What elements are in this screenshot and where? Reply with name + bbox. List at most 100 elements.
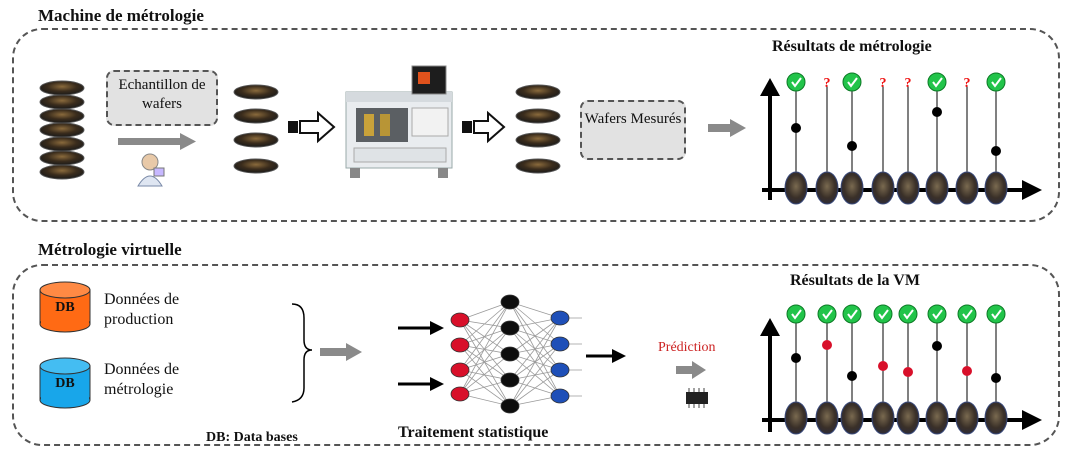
measured-value-dot xyxy=(991,146,1001,156)
wafer-icon xyxy=(39,136,85,152)
check-marker xyxy=(986,304,1006,324)
db-legend: DB: Data bases xyxy=(206,430,298,445)
predicted-value-dot xyxy=(878,361,888,371)
wafer-icon xyxy=(233,84,279,100)
measured-value-dot xyxy=(791,123,801,133)
wafer-icon xyxy=(39,122,85,138)
sample-label: Echantillon de wafers xyxy=(118,77,206,112)
processing-label: Traitement statistique xyxy=(398,424,549,441)
wafer-icon xyxy=(871,401,895,435)
measured-value-dot xyxy=(932,107,942,117)
check-marker xyxy=(986,72,1006,92)
check-icon xyxy=(903,309,914,320)
wafer-icon xyxy=(955,401,979,435)
to-network-arrow xyxy=(320,343,362,361)
vm-results-plot xyxy=(760,304,1042,435)
question-marker: ? xyxy=(905,76,912,91)
hidden-neuron xyxy=(500,398,520,414)
network-connection xyxy=(459,327,511,395)
check-marker xyxy=(786,304,806,324)
check-marker xyxy=(842,72,862,92)
network-connection xyxy=(459,344,511,407)
virtual-metrology-panel xyxy=(12,264,1060,446)
network-connection xyxy=(509,343,561,407)
input-neuron xyxy=(450,362,470,378)
network-connection xyxy=(459,369,511,407)
check-icon xyxy=(791,77,802,88)
measured-note: Wafers Mesurés xyxy=(580,100,686,160)
network-connection xyxy=(459,301,511,371)
measured-value-dot xyxy=(932,341,942,351)
grouping-brace xyxy=(291,303,313,403)
production-db-label: Données de production xyxy=(104,291,180,328)
metrology-db-label: Données de métrologie xyxy=(104,361,180,398)
check-marker xyxy=(817,304,837,324)
wafer-icon xyxy=(840,401,864,435)
wafer-icon xyxy=(815,401,839,435)
hidden-neuron xyxy=(500,320,520,336)
measured-value-dot xyxy=(847,371,857,381)
metrology-panel xyxy=(12,28,1060,222)
check-icon xyxy=(822,309,833,320)
production-db-icon xyxy=(39,281,91,333)
network-connection xyxy=(459,301,511,346)
wafer-icon xyxy=(515,84,561,100)
wafer-icon xyxy=(984,171,1008,205)
check-icon xyxy=(962,309,973,320)
metrology-machine-icon xyxy=(345,65,453,178)
wafer-icon xyxy=(896,171,920,205)
question-marker: ? xyxy=(824,76,831,91)
to-machine-arrow xyxy=(288,110,336,144)
wafer-icon xyxy=(233,132,279,148)
wafer-icon xyxy=(515,132,561,148)
wafer-icon xyxy=(784,401,808,435)
from-machine-arrow xyxy=(462,110,506,144)
predicted-value-dot xyxy=(822,340,832,350)
wafer-icon xyxy=(233,108,279,124)
check-marker xyxy=(927,304,947,324)
check-icon xyxy=(932,309,943,320)
wafer-icon xyxy=(515,158,561,174)
measured-label: Wafers Mesurés xyxy=(584,111,682,127)
network-connection xyxy=(459,327,511,371)
hidden-neuron xyxy=(500,346,520,362)
check-icon xyxy=(791,309,802,320)
output-neuron xyxy=(550,310,570,326)
wafer-stack-full xyxy=(39,80,85,180)
production-db-tag: DB xyxy=(55,300,75,315)
predicted-value-dot xyxy=(962,366,972,376)
wafer-icon xyxy=(984,401,1008,435)
input-arrow-head xyxy=(430,321,444,335)
check-marker xyxy=(842,304,862,324)
network-connection xyxy=(459,319,511,381)
check-icon xyxy=(991,77,1002,88)
metrology-results-plot: ???? xyxy=(760,72,1042,205)
metrology-db-tag: DB xyxy=(55,376,75,391)
check-marker xyxy=(898,304,918,324)
to-results-arrow xyxy=(708,119,746,137)
neural-network-icon xyxy=(398,294,626,414)
network-connection xyxy=(509,317,561,381)
sample-note: Echantillon de wafers xyxy=(106,70,218,126)
question-marker: ? xyxy=(880,76,887,91)
metrology-db-icon xyxy=(39,357,91,409)
check-marker xyxy=(873,304,893,324)
measured-value-dot xyxy=(847,141,857,151)
network-connection xyxy=(459,301,511,395)
wafer-icon xyxy=(871,171,895,205)
network-connection xyxy=(459,319,511,355)
wafer-stack-sampled xyxy=(233,84,279,174)
wafer-icon xyxy=(925,401,949,435)
measured-value-dot xyxy=(991,373,1001,383)
wafer-icon xyxy=(896,401,920,435)
check-icon xyxy=(878,309,889,320)
input-neuron xyxy=(450,312,470,328)
check-icon xyxy=(991,309,1002,320)
check-marker xyxy=(927,72,947,92)
hidden-neuron xyxy=(500,372,520,388)
input-neuron xyxy=(450,386,470,402)
wafer-stack-measured xyxy=(515,84,561,174)
wafer-icon xyxy=(233,158,279,174)
output-neuron xyxy=(550,388,570,404)
